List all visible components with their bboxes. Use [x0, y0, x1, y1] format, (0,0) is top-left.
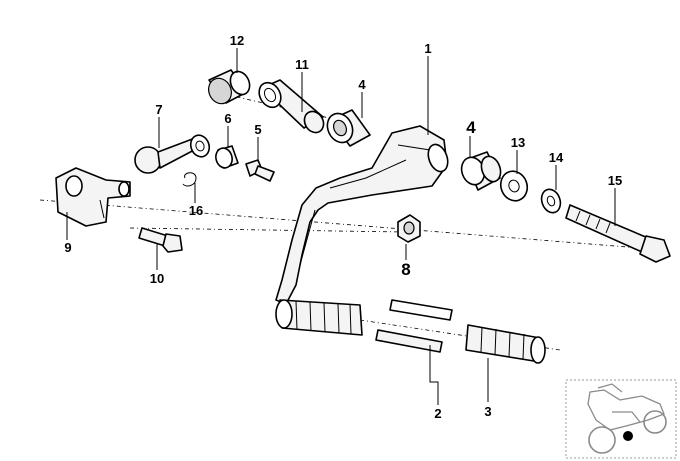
part-15-bolt[interactable]	[565, 204, 671, 263]
callout-12: 12	[230, 33, 244, 48]
part-4-bushing-right[interactable]	[458, 151, 504, 191]
part-9-clamp[interactable]	[55, 167, 131, 227]
callout-3: 3	[484, 404, 491, 419]
callout-1: 1	[424, 41, 431, 56]
part-10-bolt[interactable]	[138, 227, 183, 253]
part-11-sleeve[interactable]	[255, 79, 327, 136]
motorcycle-thumbnail-icon	[565, 379, 677, 459]
callout-16: 16	[189, 203, 203, 218]
callout-2: 2	[434, 406, 441, 421]
part-3-footpeg-rubber[interactable]	[465, 324, 546, 364]
callout-4-upper: 4	[358, 77, 366, 92]
callout-15: 15	[608, 173, 622, 188]
callout-5: 5	[254, 122, 261, 137]
callout-6: 6	[224, 111, 231, 126]
callout-10: 10	[150, 271, 164, 286]
part-5-screw[interactable]	[245, 159, 275, 182]
part-3-footpeg-rubber-left[interactable]	[275, 299, 363, 336]
part-4-bushing-upper[interactable]	[323, 109, 371, 147]
callout-8: 8	[401, 260, 410, 279]
callout-14: 14	[549, 150, 564, 165]
callout-4-right: 4	[466, 118, 476, 137]
part-12-bushing[interactable]	[205, 68, 254, 107]
leader-lines	[66, 48, 616, 405]
part-16-circlip[interactable]	[182, 172, 197, 187]
part-8-nut[interactable]	[397, 214, 421, 243]
part-7-ball-joint[interactable]	[134, 133, 212, 174]
part-2-plate[interactable]	[375, 299, 453, 353]
callout-13: 13	[511, 135, 525, 150]
callout-labels: 12 11 4 1 4 13 14 15 7 6 5 16 9 10 8 2 3	[64, 33, 622, 421]
part-13-washer[interactable]	[497, 167, 532, 204]
callout-9: 9	[64, 240, 71, 255]
part-1-shift-lever[interactable]	[275, 125, 451, 305]
location-dot-icon	[623, 431, 633, 441]
callout-11: 11	[295, 57, 309, 72]
callout-7: 7	[155, 102, 162, 117]
part-14-washer[interactable]	[538, 187, 563, 216]
part-6-spacer[interactable]	[214, 145, 239, 170]
